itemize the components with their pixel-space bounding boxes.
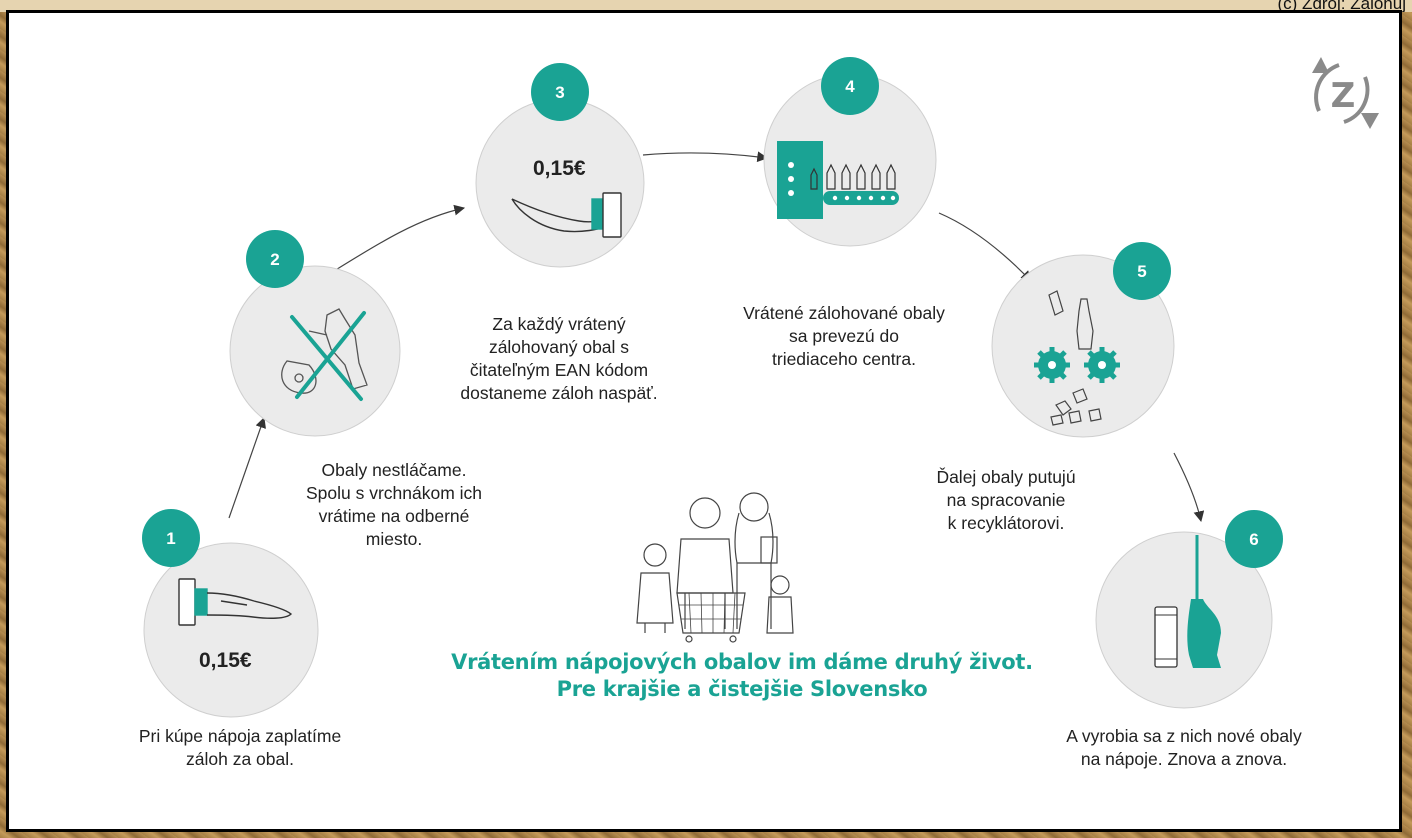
badge-1: 1	[142, 509, 200, 567]
badge-3-number: 3	[555, 83, 564, 102]
badge-3: 3	[531, 63, 589, 121]
arrow-3-to-4	[642, 151, 769, 163]
step-1-caption: Pri kúpe nápoja zaplatíme záloh za obal.	[138, 726, 342, 769]
step-2-circle	[229, 265, 401, 437]
badge-5-number: 5	[1137, 262, 1146, 281]
badge-2-number: 2	[270, 250, 279, 269]
badge-2: 2	[246, 230, 304, 288]
arrow-5-to-6	[1173, 452, 1205, 523]
step-1-price: 0,15€	[199, 649, 252, 672]
badge-1-number: 1	[166, 529, 175, 548]
hand-receive-icon	[511, 192, 622, 238]
logo-letter: Z	[1331, 76, 1356, 116]
infographic-panel: 0,15€ 0,15€	[6, 10, 1402, 832]
zalohuj-logo-icon: Z	[1312, 57, 1379, 129]
step-5-caption: Ďalej obaly putujú na spracovanie k recy…	[936, 467, 1076, 533]
hand-pay-icon	[178, 578, 293, 626]
step-1-circle	[143, 542, 319, 718]
step-2-caption: Obaly nestláčame. Spolu s vrchnákom ich …	[305, 460, 483, 549]
arrow-4-to-5	[938, 212, 1032, 282]
recycling-cycle-diagram: 0,15€ 0,15€	[142, 57, 1379, 718]
step-3-caption: Za každý vrátený zálohovaný obal s čitat…	[460, 314, 658, 403]
badge-4-number: 4	[845, 77, 855, 96]
step-3-circle	[475, 98, 645, 268]
step-6-circle	[1095, 531, 1273, 709]
step-6-caption: A vyrobia sa z nich nové obaly na nápoje…	[1066, 726, 1302, 769]
arrow-2-to-3	[333, 204, 466, 272]
source-credit: (c) Zdroj: Zálohuj	[1277, 0, 1406, 12]
connector-arrows	[228, 151, 1205, 523]
badge-6-number: 6	[1249, 530, 1258, 549]
slogan: Vrátením nápojových obalov im dáme druhý…	[451, 650, 1033, 701]
family-shopping-cart-icon	[636, 492, 794, 643]
badge-5: 5	[1113, 242, 1171, 300]
step-circles	[143, 73, 1273, 718]
number-badges: 1 2 3 4 5 6	[142, 57, 1283, 568]
step-5-circle	[991, 254, 1175, 438]
top-caption-strip: (c) Zdroj: Zálohuj	[0, 0, 1412, 12]
step-3-price: 0,15€	[533, 157, 586, 180]
bottle-conveyor-icon	[777, 141, 899, 219]
badge-6: 6	[1225, 510, 1283, 568]
new-bottle-can-icon	[1154, 535, 1221, 668]
step-4-caption: Vrátené zálohované obaly sa prevezú do t…	[743, 303, 945, 369]
cross-mark	[290, 311, 366, 401]
sorting-gears-icon	[1034, 290, 1120, 426]
badge-4: 4	[821, 57, 879, 115]
arrow-1-to-2	[228, 416, 266, 519]
